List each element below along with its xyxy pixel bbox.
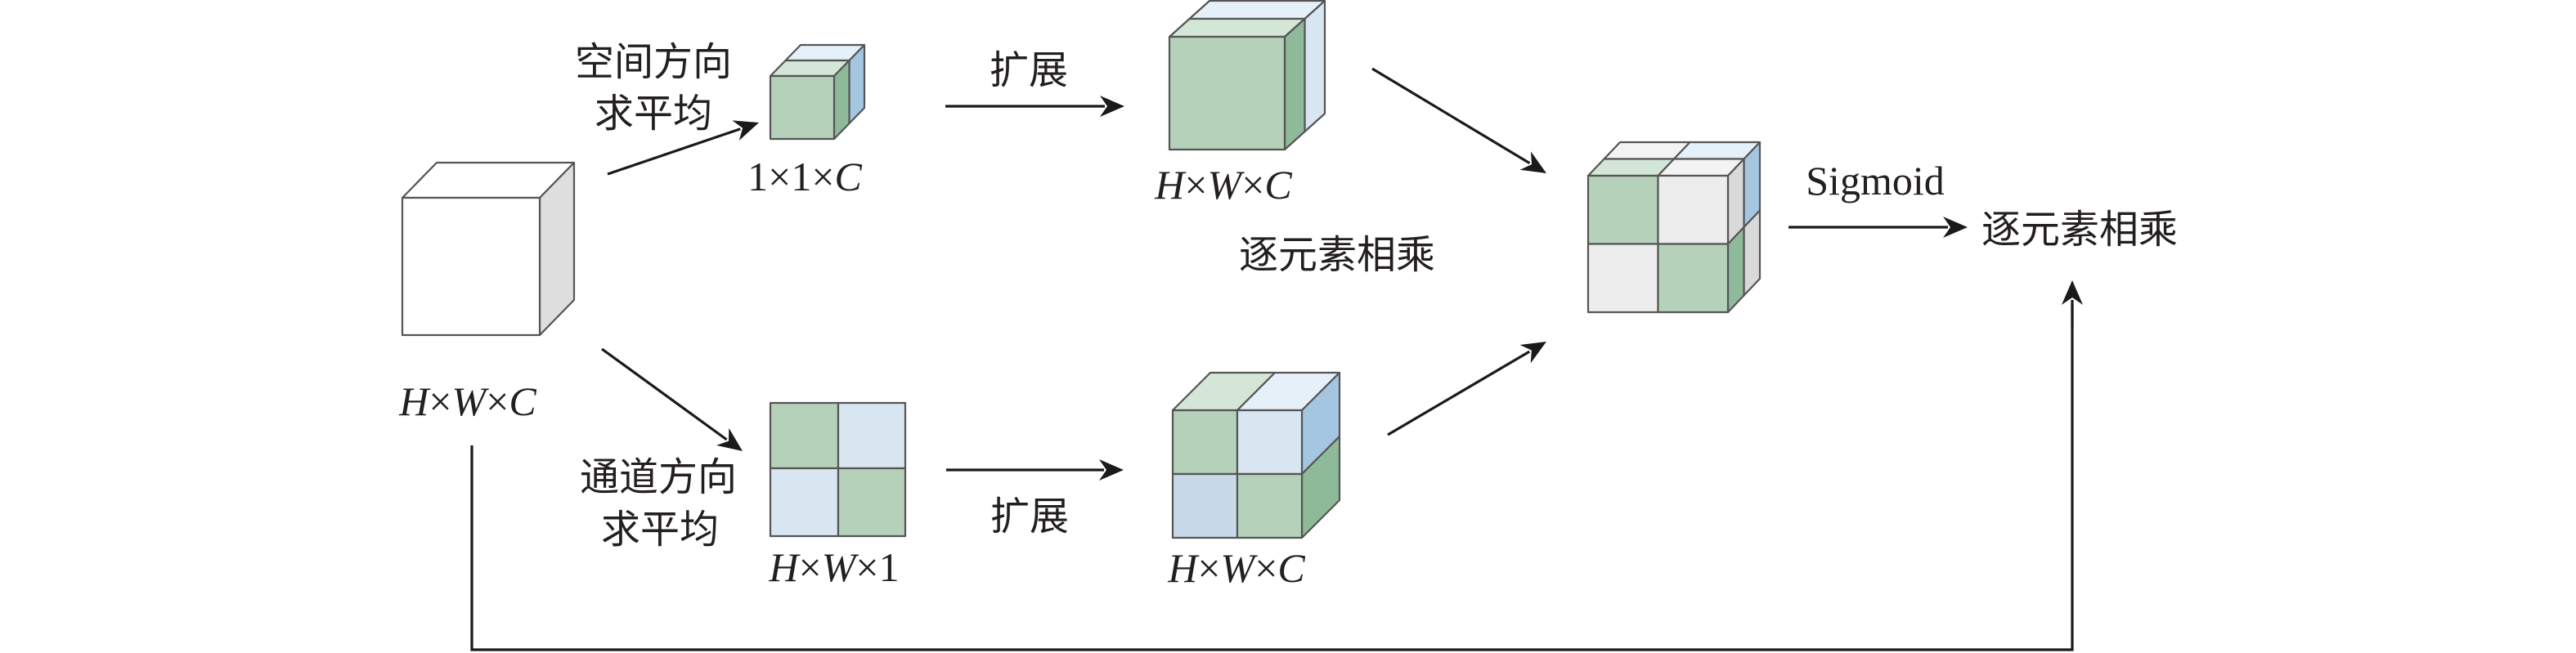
- dimension-symbol: 1: [879, 544, 900, 590]
- input-dimension-label: H×W×C: [398, 378, 536, 424]
- times-1: ×: [768, 154, 791, 199]
- times-sign: ×: [1254, 545, 1277, 591]
- arrowhead-icon: [1519, 151, 1546, 173]
- arrow-input-to-channel: [601, 347, 743, 451]
- arrowhead-icon: [732, 120, 759, 141]
- dimension-symbol: C: [1277, 545, 1305, 591]
- dimension-symbol: W: [452, 378, 490, 424]
- arrow-shaft: [601, 347, 728, 441]
- channel-pooled-map: [769, 401, 907, 538]
- dim-1b: 1: [791, 154, 811, 199]
- cube-front-cell: [1586, 174, 1659, 245]
- spatial-pooled-cube: [769, 43, 866, 141]
- arrow-shaft: [1387, 350, 1531, 436]
- dimension-symbol: H: [398, 378, 431, 424]
- dimension-symbol: H: [1167, 545, 1200, 591]
- arrowhead-icon: [1100, 96, 1124, 117]
- times-sign: ×: [855, 544, 878, 590]
- cube-side-cell: [1304, 0, 1326, 133]
- arrowhead-icon: [1099, 459, 1124, 481]
- cube-front-cell: [1657, 243, 1730, 314]
- arrowhead-icon: [716, 427, 743, 451]
- channel-average-label-line2: 求平均: [601, 508, 719, 552]
- arrowhead-icon: [1519, 342, 1546, 364]
- arrow-shaft: [607, 127, 741, 176]
- cube-front-cell: [1586, 243, 1659, 314]
- cube-front-cell: [1171, 472, 1239, 539]
- times-sign: ×: [429, 378, 451, 424]
- skip-connection: [470, 280, 2083, 651]
- cube-front-cell: [1171, 409, 1239, 476]
- times-sign: ×: [1184, 162, 1207, 208]
- arrow-spatial-expand: [945, 96, 1124, 117]
- cube-front-cell: [1657, 174, 1730, 245]
- dimension-symbol: W: [1221, 545, 1259, 591]
- cube-front-cell: [1236, 472, 1304, 539]
- spatial-average-label-line1: 空间方向: [575, 41, 732, 84]
- cube-front-cell: [769, 74, 836, 141]
- dimension-symbol: C: [509, 378, 536, 424]
- cube-front-cell: [1236, 409, 1304, 476]
- times-sign: ×: [1197, 545, 1220, 591]
- dimension-symbol: H: [1154, 162, 1187, 208]
- cube-top-cell: [1188, 0, 1326, 20]
- dimension-symbol: C: [1264, 162, 1292, 208]
- cube-top-cell: [1168, 17, 1306, 38]
- arrow-sigmoid: [1788, 217, 1968, 238]
- output-operation-label: 逐元素相乘: [1981, 208, 2178, 252]
- spatial-expanded-cube: [1168, 0, 1326, 151]
- arrowhead-icon: [1943, 217, 1968, 238]
- map-cell: [837, 401, 907, 470]
- dim-1a: 1: [747, 154, 768, 199]
- channel-expand-label: 扩展: [990, 495, 1069, 539]
- times-sign: ×: [486, 378, 509, 424]
- spatial-expand-label: 扩展: [990, 49, 1068, 92]
- map-cell: [837, 467, 907, 538]
- sigmoid-label: Sigmoid: [1806, 158, 1944, 204]
- map-cell: [769, 401, 840, 470]
- arrow-spatial-to-merge: [1371, 67, 1546, 173]
- spatial-expanded-dimension-label: H×W×C: [1154, 162, 1292, 208]
- merge-operation-label: 逐元素相乘: [1239, 234, 1435, 277]
- skip-connection-line: [470, 304, 2074, 651]
- cube-front-face: [401, 196, 541, 337]
- channel-average-label-line1: 通道方向: [580, 456, 737, 499]
- spatial-average-label-line2: 求平均: [595, 92, 712, 136]
- times-sign: ×: [799, 544, 822, 590]
- cube-front-cell: [1168, 35, 1286, 151]
- arrow-input-to-spatial: [607, 120, 759, 176]
- channel-pooled-dimension-label: H×W×1: [768, 544, 899, 590]
- merged-attention-cube: [1586, 141, 1761, 314]
- channel-expanded-cube: [1171, 371, 1341, 539]
- arrow-channel-to-merge: [1387, 342, 1546, 436]
- map-cell: [769, 467, 840, 538]
- input-cube: [401, 161, 576, 337]
- spatial-pooled-dimension-label: 1×1×C: [747, 154, 862, 199]
- arrow-shaft: [1371, 67, 1531, 165]
- times-sign: ×: [1241, 162, 1264, 208]
- dimension-symbol: H: [768, 544, 801, 590]
- times-2: ×: [811, 154, 834, 199]
- dimension-symbol: W: [822, 544, 859, 590]
- dim-c: C: [835, 154, 863, 199]
- arrow-channel-expand: [946, 459, 1124, 481]
- dimension-symbol: W: [1208, 162, 1245, 208]
- arrowhead-icon: [2062, 280, 2083, 305]
- cube-side-cell: [1283, 17, 1306, 151]
- channel-expanded-dimension-label: H×W×C: [1167, 545, 1305, 591]
